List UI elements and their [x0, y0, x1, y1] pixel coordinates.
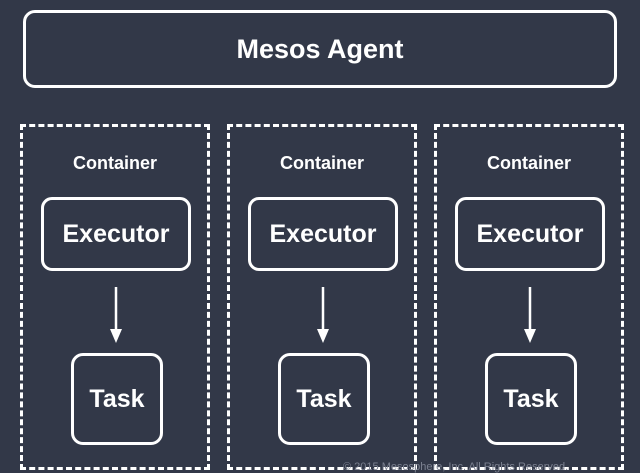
- executor-label: Executor: [476, 219, 584, 248]
- executor-label: Executor: [269, 219, 377, 248]
- mesos-agent-label: Mesos Agent: [236, 33, 404, 64]
- arrow-down-icon: [524, 287, 536, 343]
- arrow-down-icon: [110, 287, 122, 343]
- container-2: Container Executor Task: [227, 124, 417, 470]
- executor-box: Executor: [248, 197, 398, 271]
- task-label: Task: [89, 384, 145, 413]
- task-label: Task: [296, 384, 352, 413]
- executor-box: Executor: [455, 197, 605, 271]
- arrow-down-icon: [317, 287, 329, 343]
- container-label: Container: [72, 153, 157, 173]
- task-label: Task: [503, 384, 559, 413]
- executor-box: Executor: [41, 197, 191, 271]
- executor-label: Executor: [62, 219, 170, 248]
- task-box: Task: [71, 353, 163, 445]
- container-label: Container: [279, 153, 364, 173]
- task-box: Task: [485, 353, 577, 445]
- container-label: Container: [486, 153, 571, 173]
- task-box: Task: [278, 353, 370, 445]
- mesos-agent-box: Mesos Agent: [23, 10, 617, 88]
- container-3: Container Executor Task: [434, 124, 624, 470]
- copyright-text: © 2015 Mesosphere, Inc. All Rights Reser…: [343, 461, 569, 473]
- container-1: Container Executor Task: [20, 124, 210, 470]
